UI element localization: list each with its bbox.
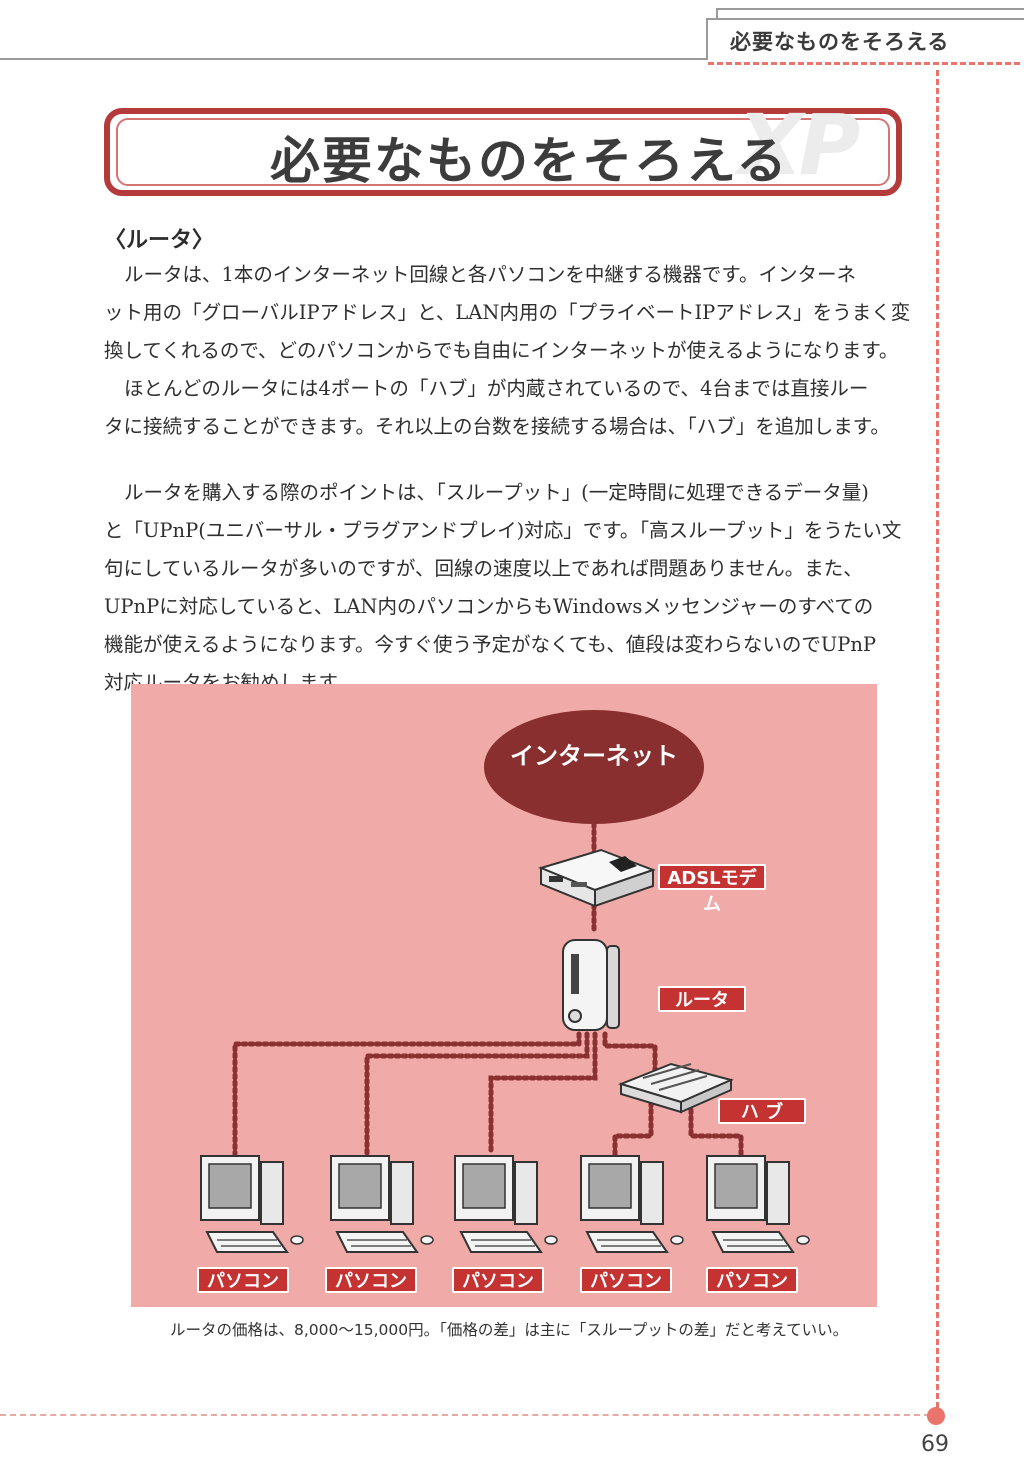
modem-icon [537, 848, 656, 908]
page-title: 必要なものをそろえる [270, 132, 789, 190]
connection-router-pc-1 [232, 1031, 582, 1157]
internet-label: インターネット [510, 742, 678, 770]
body-line: 機能が使えるようになります。今すぐ使う予定がなくても、値段は変わらないのでUPn… [104, 633, 877, 656]
modem-label: ADSLモデム [658, 864, 766, 915]
figure-caption: ルータの価格は、8,000〜15,000円。「価格の差」は主に「スループットの差… [170, 1321, 849, 1339]
header-tab-inner [716, 8, 1024, 20]
header-tab [706, 18, 1024, 60]
pc-icon [200, 1155, 304, 1253]
pc-label: パソコン [706, 1267, 798, 1293]
body-line: UPnPに対応していると、LAN内のパソコンからもWindowsメッセンジャーの… [104, 595, 874, 618]
body-line: ほとんどのルータには4ポートの「ハブ」が内蔵されているので、4台までは直接ルー [124, 377, 869, 400]
pc-label: パソコン [325, 1267, 417, 1293]
connection-hub-pc-5 [688, 1093, 744, 1157]
footer-rule [0, 1414, 930, 1416]
header-rule [0, 58, 706, 60]
connection-router-pc-2 [364, 1031, 590, 1157]
margin-rule [936, 70, 939, 1408]
page-number: 69 [921, 1432, 949, 1457]
pc-icon [454, 1155, 558, 1253]
section-heading: 〈ルータ〉 [104, 227, 215, 253]
body-line: ルータを購入する際のポイントは、「スループット」(一定時間に処理できるデータ量) [124, 481, 869, 504]
router-icon [562, 939, 620, 1031]
running-header: 必要なものをそろえる [730, 30, 950, 54]
body-line: 換してくれるので、どのパソコンからでも自由にインターネットが使えるようになります… [104, 339, 899, 362]
title-inner-frame [116, 118, 890, 186]
header-dash [708, 62, 1020, 65]
connection-hub-pc-4 [612, 1093, 654, 1157]
title-decoration: XP [738, 96, 860, 194]
hub-label: ハ ブ [718, 1098, 806, 1124]
internet-cloud [484, 710, 704, 824]
body-line: タに接続することができます。それ以上の台数を接続する場合は、「ハブ」を追加します… [104, 415, 890, 438]
connection-router-hub [602, 1031, 658, 1073]
title-frame [104, 108, 902, 196]
hub-icon [617, 1062, 735, 1114]
body-line: ルータは、1本のインターネット回線と各パソコンを中継する機器です。インターネ [124, 263, 856, 286]
pc-label: パソコン [580, 1267, 672, 1293]
pc-icon [580, 1155, 684, 1253]
router-label: ルータ [658, 986, 746, 1012]
pc-icon [706, 1155, 810, 1253]
body-line: と「UPnP(ユニバーサル・プラグアンドプレイ)対応」です。「高スループット」を… [104, 519, 902, 542]
body-line: 句にしているルータが多いのですが、回線の速度以上であれば問題ありません。また、 [104, 557, 863, 580]
pc-icon [330, 1155, 434, 1253]
body-line: ット用の「グローバルIPアドレス」と、LAN内用の「プライベートIPアドレス」を… [104, 301, 911, 324]
pc-label: パソコン [452, 1267, 544, 1293]
corner-dot [927, 1407, 945, 1425]
pc-label: パソコン [197, 1267, 289, 1293]
network-illustration [200, 821, 810, 1253]
connection-router-pc-3 [488, 1031, 598, 1157]
